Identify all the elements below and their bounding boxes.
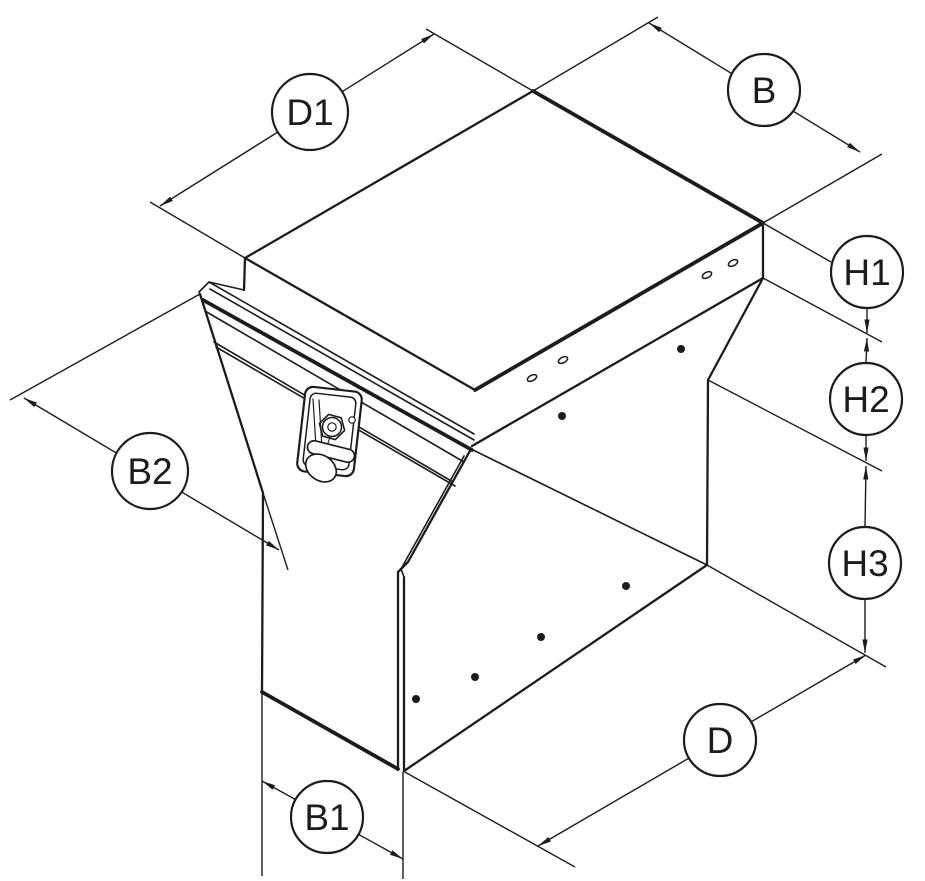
slot-hole [526,373,538,383]
dim-badge-b1: B1 [289,779,365,855]
dim-label-d: D [707,720,734,761]
box-main-edges [198,89,765,773]
dim-badge-d: D [682,702,758,778]
latch-hex-nut [318,413,346,441]
dim-badge-b2: B2 [110,431,190,511]
rivet-dot [622,582,630,590]
handle-pull-tab [304,453,338,483]
dim-badge-h1: H1 [829,234,905,310]
dim-label-b1: B1 [304,797,349,838]
dim-badge-h3: H3 [827,525,903,601]
rivet-dot [412,695,420,703]
dim-line-h3-top [863,465,869,528]
dim-label-h2: H2 [842,379,889,420]
dim-label-b2: B2 [127,451,172,492]
dim-label-h3: H3 [841,543,888,584]
toolbox-linework [198,89,765,773]
dimension-annotations: D1 B H1 H2 H3 B2 B1 D [9,16,905,879]
t-handle-latch [296,385,363,483]
key-hole [327,422,337,432]
rivet-dot [677,345,685,353]
dim-label-d1: D1 [286,92,333,133]
dim-badge-h2: H2 [828,361,904,437]
latch-screw [348,416,356,424]
fascia-slot-holes [526,258,739,383]
slot-hole [701,270,713,280]
rivet-dot [471,673,479,681]
dim-badge-b: B [726,52,802,128]
slot-hole [727,258,739,268]
dim-line-h2-top [863,337,870,364]
lock-cylinder [321,416,343,438]
dim-label-b: B [752,70,777,111]
slot-hole [557,355,569,365]
dim-badge-d1: D1 [270,72,350,152]
rivet-dot [537,633,545,641]
rivet-dot [558,412,566,420]
box-heavy-edges [201,89,765,771]
dim-label-h1: H1 [843,252,890,293]
rivet-dots [412,345,685,703]
